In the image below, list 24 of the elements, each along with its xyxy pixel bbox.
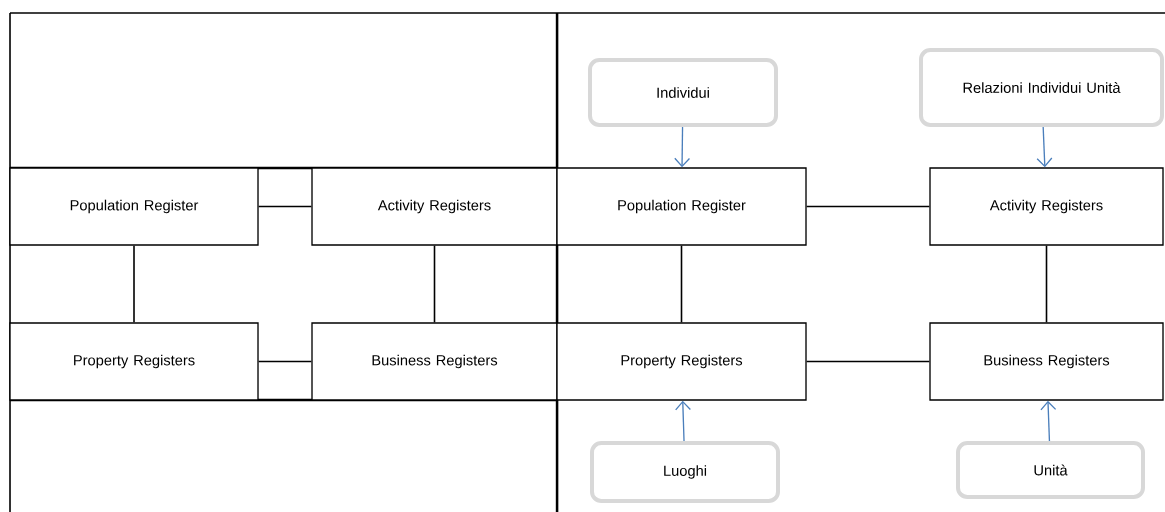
arrow: [1036, 126, 1053, 168]
register-box: Business Registers: [311, 322, 558, 401]
connector-line: [133, 244, 135, 324]
arrow: [674, 126, 691, 168]
connector-line: [680, 244, 683, 324]
source-box: Luoghi: [590, 441, 780, 503]
connector-line: [1045, 244, 1048, 324]
register-box: Population Register: [9, 167, 259, 246]
register-box: Business Registers: [929, 322, 1164, 401]
register-box: Activity Registers: [311, 167, 558, 246]
source-box: Relazioni Individui Unità: [919, 48, 1164, 127]
register-box: Property Registers: [556, 322, 807, 401]
register-box: Property Registers: [9, 322, 259, 401]
connector-line: [257, 205, 313, 208]
arrow: [1040, 400, 1057, 442]
connector-line: [805, 360, 931, 363]
arrow: [675, 400, 692, 442]
connector-line: [433, 244, 436, 324]
connector-line: [805, 205, 931, 208]
register-box: Activity Registers: [929, 167, 1164, 246]
source-box: Unità: [956, 441, 1145, 499]
source-box: Individui: [588, 58, 778, 127]
connector-line: [257, 360, 313, 363]
register-box: Population Register: [556, 167, 807, 246]
